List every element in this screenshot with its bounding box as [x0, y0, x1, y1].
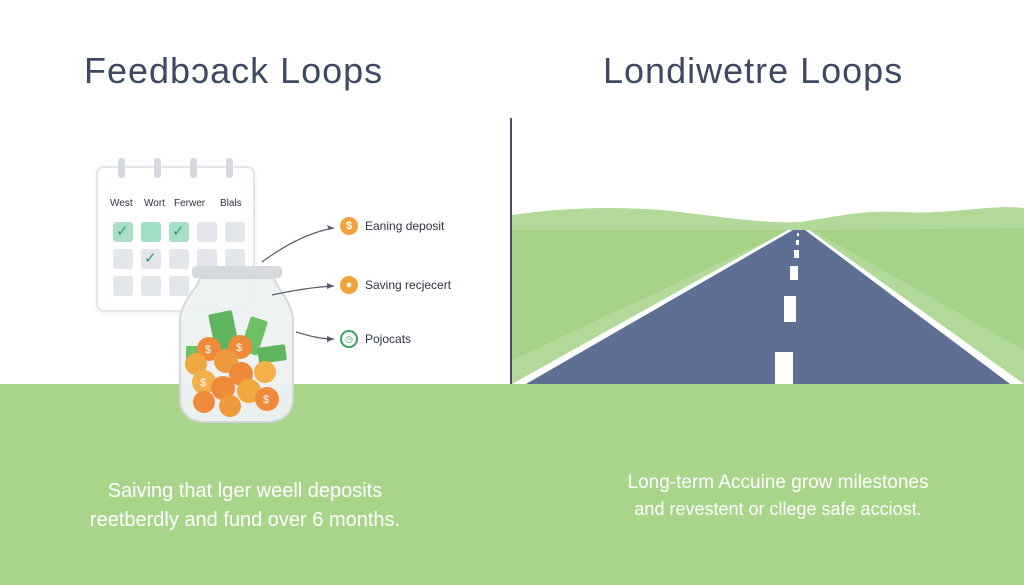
calendar-cell [169, 276, 189, 296]
coin [211, 376, 235, 400]
dollar-sign: $ [263, 394, 269, 406]
lane-marking [790, 266, 798, 280]
arrow [261, 227, 335, 263]
timer-icon: ◷ [340, 330, 358, 348]
lane-marking [794, 250, 799, 258]
dollar-sign: $ [205, 344, 211, 356]
panel-divider [510, 118, 512, 384]
calendar-header: West Wort Ferwer Blals [108, 198, 247, 212]
coin [197, 337, 221, 361]
legend-item: $ Eaning deposit [340, 217, 480, 237]
calendar-cell [197, 249, 217, 269]
calendar-cell [197, 222, 217, 242]
feedback-loops-title: Feedbɔack Loops [84, 50, 384, 91]
calendar-cell [113, 249, 133, 269]
calendar-header-label: Wort [144, 198, 165, 209]
legend-item: ● Saving recjecert [340, 276, 480, 296]
coin [185, 353, 207, 375]
right-caption-line: and revestent or cllege safe acciost. [634, 499, 922, 519]
arrow-head [327, 336, 334, 342]
coin-icon: $ [340, 217, 358, 235]
calendar-cell [141, 276, 161, 296]
long-term-loops-title: Londiwetre Loops [603, 50, 904, 91]
calendar-cell [113, 276, 133, 296]
calendar-ring [226, 158, 233, 178]
calendar-cell: ✓ [113, 222, 133, 242]
person-icon: ● [340, 276, 358, 294]
calendar-ring [154, 158, 161, 178]
calendar-cell: ✓ [169, 222, 189, 242]
road-left-edge [512, 230, 793, 384]
lane-marking [775, 352, 793, 384]
lane-marking [797, 233, 799, 236]
calendar-cell [141, 222, 161, 242]
calendar-header-label: Blals [220, 198, 242, 209]
legend-item: ◷ Pojocats [340, 330, 480, 350]
calendar-ring [118, 158, 125, 178]
check-icon: ✓ [116, 223, 129, 240]
coin [255, 387, 279, 411]
calendar-header-label: Ferwer [174, 198, 206, 209]
right-caption-line: Long-term Accuine grow milestones [627, 472, 929, 493]
arrow-head [327, 225, 334, 230]
calendar-header-label: West [110, 198, 133, 209]
left-field [512, 230, 790, 360]
coin [192, 370, 216, 394]
calendar-cell: ✓ [141, 249, 161, 269]
calendar-cell [169, 249, 189, 269]
right-field [812, 228, 1024, 350]
check-icon: ✓ [144, 250, 157, 267]
coin [193, 391, 215, 413]
lane-marking [784, 296, 796, 322]
banknote [257, 344, 287, 364]
legend-label: Eaning deposit [365, 219, 445, 233]
grass-ground [0, 384, 1024, 585]
jar-lid [192, 266, 282, 278]
legend-label: Pojocats [365, 332, 412, 346]
calendar-cell [225, 249, 245, 269]
calendar-ring [190, 158, 197, 178]
arrow-head [327, 283, 334, 289]
legend-label: Saving recjecert [365, 278, 452, 292]
coin [219, 395, 241, 417]
check-icon: ✓ [172, 223, 185, 240]
left-caption-line: Saiving that lger weell deposits [107, 480, 383, 502]
left-caption-line: reetberdly and fund over 6 months. [89, 509, 401, 531]
dollar-sign: $ [200, 377, 206, 389]
dollar-sign: $ [236, 342, 242, 354]
calendar-cell [225, 222, 245, 242]
coin [254, 361, 276, 383]
coin [237, 379, 261, 403]
lane-marking [796, 240, 799, 245]
road-surface [526, 230, 1010, 384]
road-right-edge [805, 230, 1024, 384]
